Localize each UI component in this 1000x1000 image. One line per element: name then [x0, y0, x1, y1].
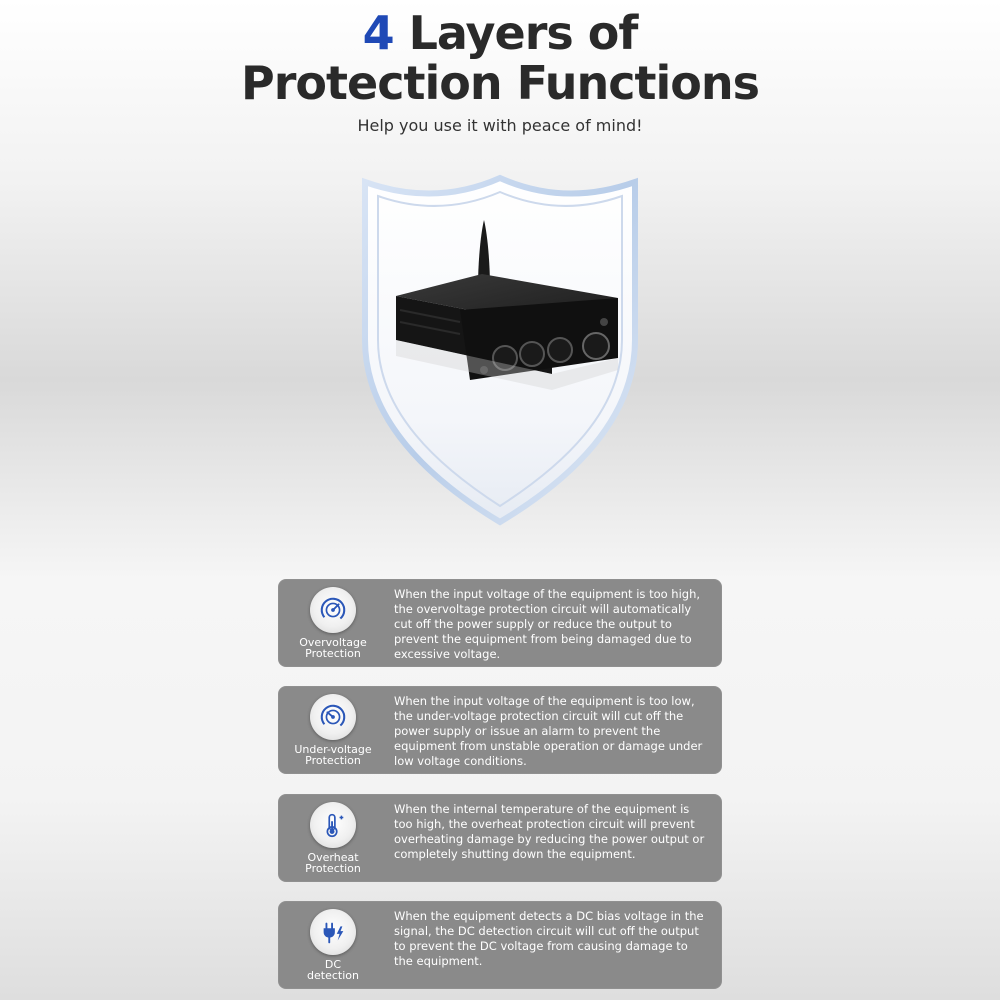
thermometer-icon [326, 813, 344, 838]
card-left: DC detection [278, 901, 388, 989]
card-left: Overvoltage Protection [278, 579, 388, 667]
page-subtitle: Help you use it with peace of mind! [357, 116, 643, 135]
card-label: Overheat Protection [278, 852, 388, 874]
card-label-line-1: DC [324, 958, 342, 971]
card-description: When the equipment detects a DC bias vol… [394, 909, 704, 968]
protection-card-dc-detection: DC detection When the equipment detects … [278, 901, 722, 989]
shield-product-graphic [360, 170, 640, 530]
card-description: When the internal temperature of the equ… [394, 802, 705, 861]
card-left: Under-voltage Protection [278, 686, 388, 774]
card-label: DC detection [278, 959, 388, 981]
card-label-line-2: Protection [305, 647, 361, 660]
protection-card-overvoltage: Overvoltage Protection When the input vo… [278, 579, 722, 667]
card-label-line-2: Protection [305, 862, 361, 875]
page-title-line-1: 4 Layers of [0, 6, 1000, 60]
title-line-1-text: Layers of [393, 6, 639, 60]
gauge-low-icon [320, 704, 346, 730]
card-label: Under-voltage Protection [278, 744, 388, 766]
icon-badge [310, 587, 356, 633]
page-title-line-2: Protection Functions [241, 56, 760, 110]
card-label: Overvoltage Protection [278, 637, 388, 659]
card-label-line-1: Overheat [307, 851, 359, 864]
gauge-icon [320, 597, 346, 623]
card-label-line-1: Under-voltage [294, 743, 372, 756]
title-accent-number: 4 [362, 6, 395, 60]
protection-card-under-voltage: Under-voltage Protection When the input … [278, 686, 722, 774]
protection-card-overheat: Overheat Protection When the internal te… [278, 794, 722, 882]
card-label-line-1: Overvoltage [299, 636, 367, 649]
amplifier-image [396, 220, 618, 390]
icon-badge [310, 694, 356, 740]
card-left: Overheat Protection [278, 794, 388, 882]
card-label-line-2: detection [307, 969, 359, 982]
icon-badge [310, 909, 356, 955]
card-description: When the input voltage of the equipment … [394, 694, 703, 768]
card-description: When the input voltage of the equipment … [394, 587, 701, 661]
shield-icon [362, 174, 638, 526]
icon-badge [310, 802, 356, 848]
plug-bolt-icon [323, 922, 344, 944]
card-label-line-2: Protection [305, 754, 361, 767]
